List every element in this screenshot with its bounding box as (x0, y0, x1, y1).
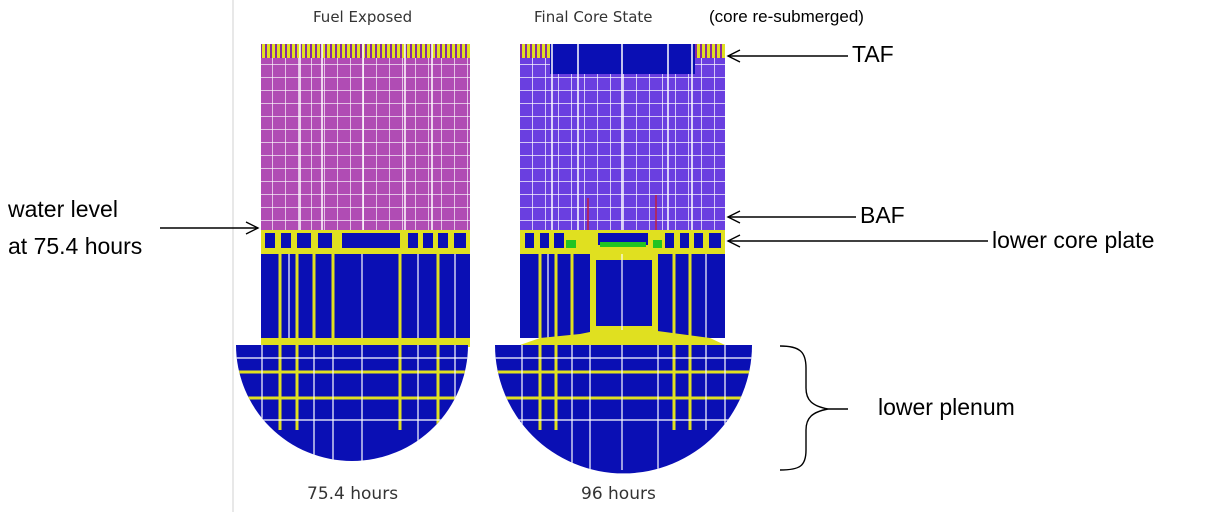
lower-plenum-left (236, 345, 468, 461)
exposed-core-region (261, 58, 470, 230)
callout-lower-core-plate: lower core plate (992, 227, 1155, 253)
debris-bed (520, 330, 725, 345)
callout-baf: BAF (860, 202, 905, 228)
debris-deposits (566, 240, 662, 248)
callout-taf: TAF (852, 41, 894, 67)
callout-lower-plenum: lower plenum (878, 394, 1015, 420)
water-level-arrowhead (245, 221, 260, 235)
panel-final-core-state (495, 44, 752, 474)
top-fuel-row (261, 44, 470, 58)
lower-core-plate-arrowhead (726, 234, 741, 248)
panel-fuel-exposed (236, 44, 470, 461)
panel-title-final-core-state: Final Core State (534, 8, 653, 26)
caption-fuel-exposed: 75.4 hours (307, 484, 399, 504)
panel-subtitle-final-core-state: (core re-submerged) (709, 7, 864, 26)
caption-final-core-state: 96 hours (581, 484, 656, 504)
lower-plenum-brace (779, 345, 829, 471)
callout-lines (160, 49, 988, 471)
callout-water-level-line1: water level (8, 196, 118, 222)
lower-plenum-right (495, 345, 752, 474)
taf-arrowhead (726, 49, 741, 63)
baf-arrowhead (726, 210, 741, 224)
callout-water-level-line2: at 75.4 hours (8, 233, 143, 259)
left-core-grid (299, 44, 433, 230)
panel-title-fuel-exposed: Fuel Exposed (313, 8, 413, 26)
